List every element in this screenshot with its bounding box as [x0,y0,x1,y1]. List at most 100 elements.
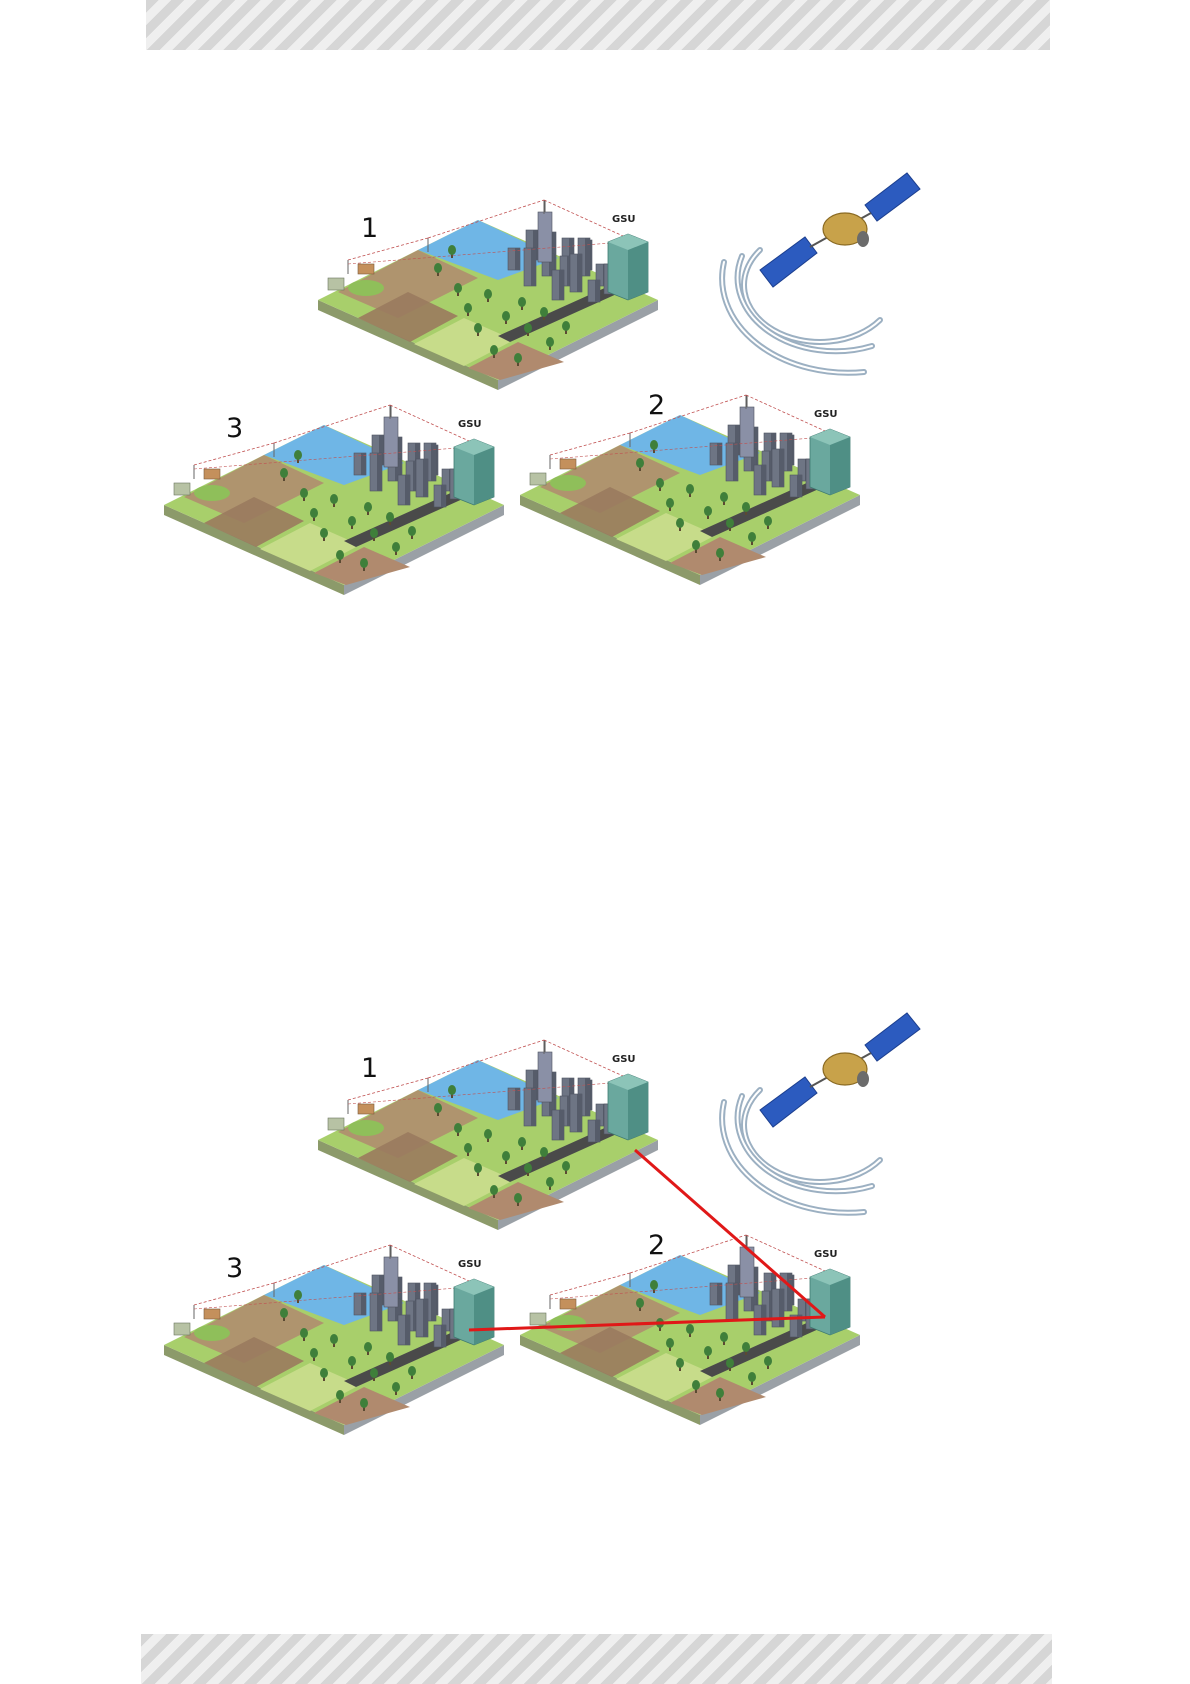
building-shadow [559,270,564,300]
area-number-label: 3 [226,1253,243,1284]
house-icon [328,1118,344,1130]
building-shadow [431,1283,436,1321]
tree-icon [408,526,416,536]
house-icon [530,473,546,485]
tree-icon [514,353,522,363]
tree-icon [518,1137,526,1147]
tree-icon [676,518,684,528]
tree-icon [434,1103,442,1113]
building-shadow [531,1088,536,1126]
farmhouse-icon [204,469,220,479]
tree-icon [650,440,658,450]
tree-icon [742,1342,750,1352]
hill [550,1315,586,1331]
tree-icon [502,311,510,321]
gsu-label: GSU [612,214,636,225]
skyscraper-icon [384,1257,398,1307]
building-shadow [779,449,784,487]
tree-icon [524,323,532,333]
building-shadow [431,443,436,481]
house-icon [174,483,190,495]
tree-icon [320,528,328,538]
tree-icon [310,1348,318,1358]
tree-icon [454,283,462,293]
tree-icon [392,542,400,552]
tree-icon [636,1298,644,1308]
tree-icon [666,498,674,508]
tree-icon [386,512,394,522]
tree-icon [464,303,472,313]
satellite-icon [760,1013,920,1127]
tree-icon [742,502,750,512]
hill [348,280,384,296]
tree-icon [764,516,772,526]
tree-icon [650,1280,658,1290]
tree-icon [686,484,694,494]
tree-icon [692,540,700,550]
area-number-label: 2 [648,1230,665,1261]
tree-icon [348,1356,356,1366]
area-3-scene: GSU [164,405,504,595]
building-shadow [779,1289,784,1327]
tree-icon [370,1368,378,1378]
solar-panel-right [865,1013,920,1061]
tree-icon [502,1151,510,1161]
gsu-label: GSU [458,1259,482,1270]
satellite-dish [857,231,869,247]
building-shadow [377,1293,382,1331]
tree-icon [408,1366,416,1376]
building-shadow [441,485,446,507]
footer-hatch-band [141,1634,1052,1684]
tree-icon [294,450,302,460]
hill [550,475,586,491]
tree-icon [336,550,344,560]
tree-icon [704,506,712,516]
network-diagram-figure-2: GSU1GSU2GSU3 [0,840,1190,1460]
tree-icon [320,1368,328,1378]
building-shadow [787,433,792,471]
building-shadow [585,1078,590,1116]
tree-icon [300,488,308,498]
tree-icon [726,1358,734,1368]
house-icon [530,1313,546,1325]
building-shadow [423,459,428,497]
tree-icon [484,1129,492,1139]
house-icon [174,1323,190,1335]
tree-icon [364,1342,372,1352]
tree-icon [300,1328,308,1338]
building-shadow [577,1094,582,1132]
tree-icon [514,1193,522,1203]
area-2-scene: GSU [520,395,860,585]
building-shadow [441,1325,446,1347]
network-diagram-figure-1: GSU1GSU2GSU3 [0,0,1190,620]
tree-icon [474,1163,482,1173]
hill [194,1325,230,1341]
tree-icon [540,307,548,317]
tree-icon [720,492,728,502]
gsu-label: GSU [612,1054,636,1065]
building-shadow [531,248,536,286]
tree-icon [704,1346,712,1356]
tree-icon [474,323,482,333]
farmhouse-icon [204,1309,220,1319]
tree-icon [490,1185,498,1195]
skyscraper-icon [740,407,754,457]
building-shadow [585,238,590,276]
tree-icon [294,1290,302,1300]
tree-icon [330,1334,338,1344]
building-shadow [361,453,366,475]
tree-icon [546,1177,554,1187]
tree-icon [490,345,498,355]
tree-icon [310,508,318,518]
area-2-scene: GSU [520,1235,860,1425]
building-shadow [733,1283,738,1321]
building-shadow [595,1120,600,1142]
tree-icon [484,289,492,299]
gsu-label: GSU [814,409,838,420]
tree-icon [464,1143,472,1153]
tree-icon [518,297,526,307]
hill [194,485,230,501]
area-number-label: 3 [226,413,243,444]
tree-icon [716,1388,724,1398]
tree-icon [280,468,288,478]
